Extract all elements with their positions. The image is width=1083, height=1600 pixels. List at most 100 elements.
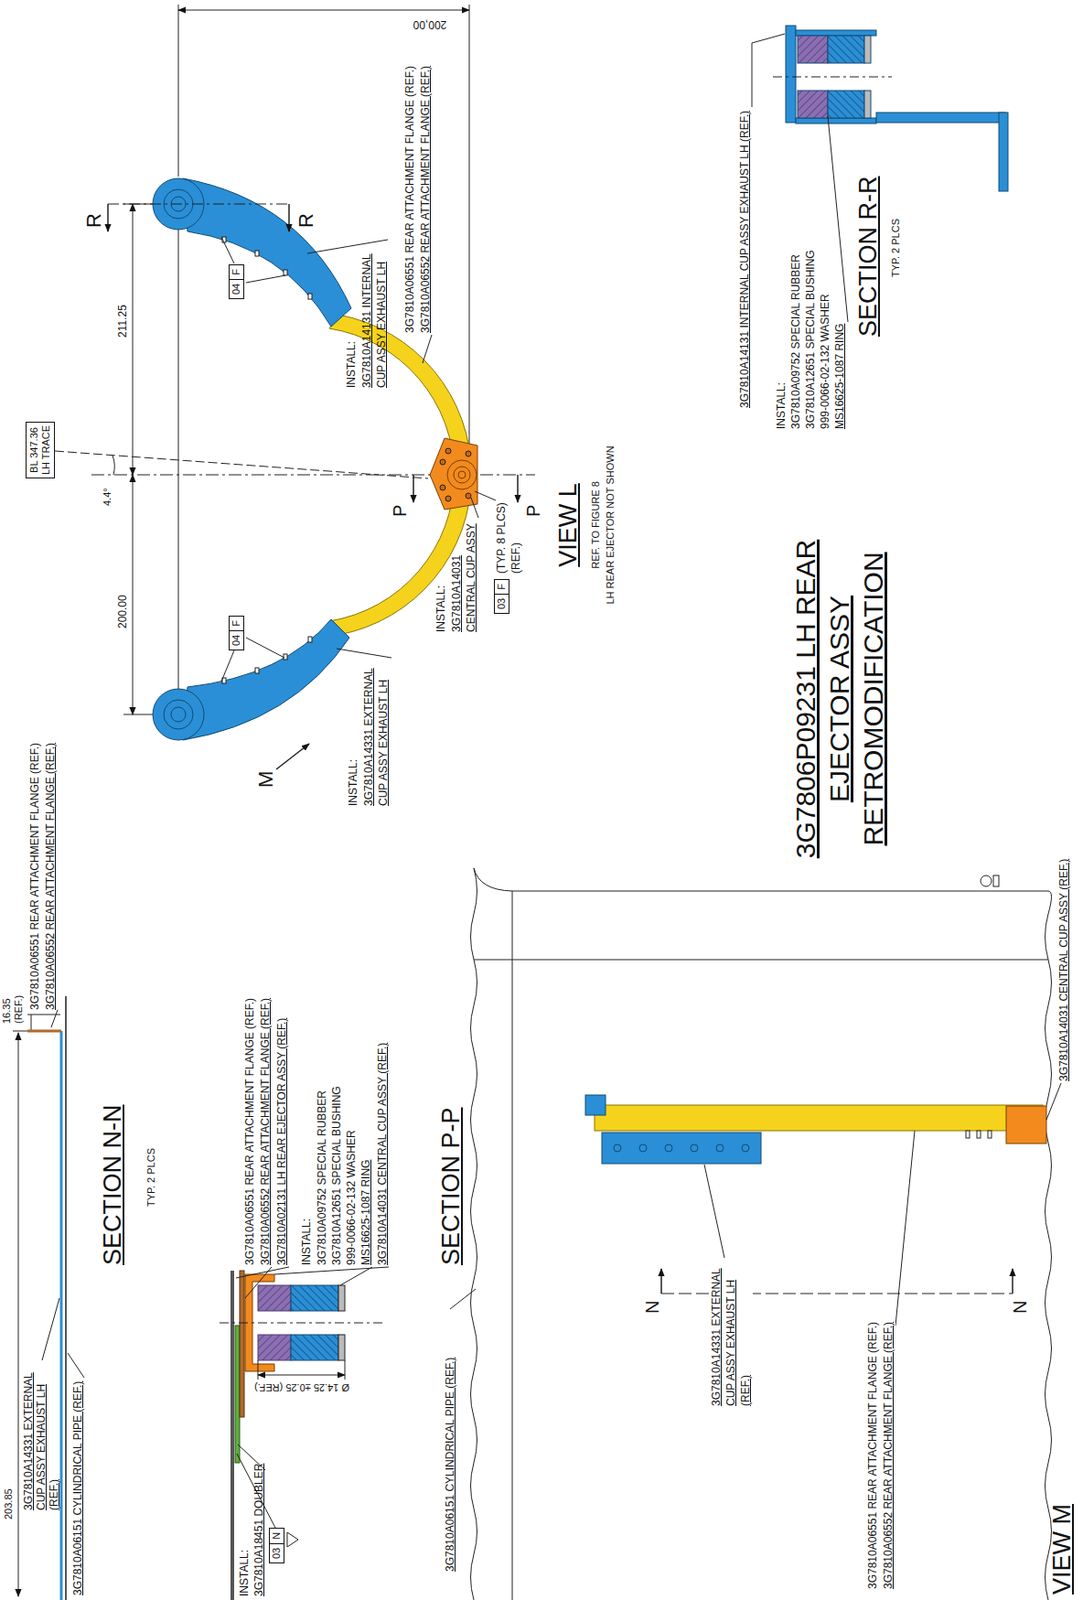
callout-box: 3G7810A14131 INTERNAL CUP ASSY EXHAUST L… bbox=[737, 110, 752, 408]
section-n-n-drawing-part bbox=[239, 1270, 245, 1417]
section-n-n-drawing-part bbox=[338, 1285, 345, 1311]
section-n-n-drawing-part bbox=[290, 1334, 339, 1361]
view-m-drawing-part bbox=[980, 875, 992, 887]
view-m-drawing-part bbox=[1006, 1105, 1047, 1144]
view-m-drawing-part bbox=[512, 890, 1049, 892]
callout-text: 999-0066-02-132 WASHER bbox=[344, 1129, 358, 1266]
view-m-drawing-part bbox=[987, 1130, 992, 1138]
section-n-n-drawing-part bbox=[257, 1334, 291, 1361]
callout-box: INSTALL: bbox=[299, 1218, 314, 1266]
flag-note-text: F bbox=[229, 265, 244, 280]
reference-text: BL 347.36 LH TRACE bbox=[26, 422, 54, 478]
view-heading: SECTION P-P bbox=[437, 1106, 465, 1266]
section-n-n-drawing-part bbox=[235, 1266, 290, 1278]
view-l-drawing-part bbox=[112, 455, 115, 475]
view-m-drawing-part bbox=[716, 1144, 724, 1152]
view-heading-box: SECTION P-P bbox=[435, 1106, 468, 1266]
callout-text: 3G7810A06551 REAR ATTACHMENT FLANGE (REF… bbox=[403, 65, 417, 333]
view-l-drawing-part bbox=[221, 650, 235, 682]
callout-box: INSTALL: bbox=[345, 759, 361, 806]
view-l-drawing-part bbox=[465, 450, 472, 457]
callout-box: 3G7810A14331 EXTERNAL CUP ASSY EXHAUST L… bbox=[708, 1259, 753, 1406]
callout-text: REF. TO FIGURE 8 bbox=[589, 481, 601, 569]
view-heading-box: VIEW M bbox=[1046, 1503, 1079, 1595]
view-heading: VIEW L bbox=[554, 482, 582, 568]
view-heading: SECTION N-N bbox=[98, 1104, 127, 1266]
callout-box: 4.4° bbox=[100, 487, 114, 506]
callout-box: 3G7810A06551 REAR ATTACHMENT FLANGE (REF… bbox=[242, 997, 258, 1266]
callout-box: 3G7810A06552 REAR ATTACHMENT FLANGE (REF… bbox=[880, 1321, 896, 1589]
callout-text: INSTALL: bbox=[434, 585, 448, 633]
flag-note-box: 03F bbox=[493, 579, 510, 614]
section-n-n-drawing-part bbox=[344, 1360, 346, 1380]
view-heading: R bbox=[294, 213, 318, 228]
section-n-n-drawing-part bbox=[235, 1325, 240, 1463]
view-l-drawing-part bbox=[246, 275, 286, 283]
section-r-r-drawing-part bbox=[827, 116, 848, 322]
callout-box: 3G7810A14031 CENTRAL CUP ASSY (REF.) bbox=[1056, 858, 1072, 1082]
callout-box: 3G7810A06551 REAR ATTACHMENT FLANGE (REF… bbox=[27, 742, 43, 1010]
section-r-r-drawing-part bbox=[864, 90, 871, 118]
view-heading-box: SECTION N-N bbox=[96, 1104, 129, 1266]
view-l-drawing-part bbox=[107, 203, 290, 205]
view-l-drawing-part bbox=[445, 495, 451, 502]
callout-text: 3G7810A14131 INTERNAL CUP ASSY EXHAUST L… bbox=[360, 253, 388, 388]
callout-text: (REF.) bbox=[509, 542, 523, 574]
view-heading: P bbox=[523, 504, 544, 517]
callout-text: INSTALL: bbox=[300, 1218, 313, 1266]
view-l-drawing-part bbox=[469, 4, 471, 466]
view-l-drawing-part bbox=[429, 438, 478, 510]
view-heading-box: VIEW L bbox=[552, 482, 585, 568]
view-l-drawing-part bbox=[178, 203, 180, 715]
view-m-drawing-part bbox=[993, 875, 999, 887]
callout-text: LH REAR EJECTOR NOT SHOWN bbox=[604, 445, 616, 604]
view-l-drawing-part bbox=[516, 474, 519, 503]
callout-box: 3G7810A14031 CENTRAL CUP ASSY (REF.) bbox=[375, 1042, 390, 1266]
view-l-drawing-part bbox=[221, 236, 235, 264]
callout-box: 3G7810A14131 INTERNAL CUP ASSY EXHAUST L… bbox=[359, 241, 389, 388]
callout-box: 16.35 bbox=[0, 997, 13, 1024]
section-n-n-drawing-part bbox=[18, 1032, 20, 1597]
callout-box: 3G7810A06551 REAR ATTACHMENT FLANGE (REF… bbox=[865, 1321, 880, 1589]
view-l-drawing-part bbox=[123, 714, 154, 716]
callout-text: 3G7810A14331 EXTERNAL CUP ASSY EXHAUST L… bbox=[709, 1267, 752, 1406]
section-r-r-drawing-part bbox=[795, 117, 877, 124]
callout-text: 3G7810A14131 INTERNAL CUP ASSY EXHAUST L… bbox=[738, 110, 751, 408]
callout-text: (TYP. 8 PLCS) bbox=[494, 502, 508, 574]
callout-box: 3G7810A14331 EXTERNAL CUP ASSY EXHAUST L… bbox=[21, 1363, 61, 1511]
callout-text: 3G7810A06551 REAR ATTACHMENT FLANGE (REF… bbox=[866, 1321, 880, 1589]
view-l-drawing-part bbox=[132, 474, 134, 715]
callout-box: (TYP. 8 PLCS) bbox=[493, 502, 509, 574]
callout-text: 3G7810A06151 CYLINDRICAL PIPE (REF.) bbox=[71, 1381, 85, 1596]
view-heading-box: R bbox=[80, 213, 108, 228]
callout-box: 999-0066-02-132 WASHER bbox=[343, 1129, 359, 1266]
view-heading: VIEW M bbox=[1048, 1503, 1076, 1595]
callout-box: TYP. 2 PLCS bbox=[144, 1147, 158, 1207]
view-l-drawing-part bbox=[182, 619, 350, 740]
view-m-drawing-part bbox=[512, 890, 514, 1600]
view-m-drawing-part bbox=[473, 868, 513, 891]
view-m-drawing-part bbox=[639, 1144, 647, 1152]
callout-box: TYP. 2 PLCS bbox=[889, 218, 902, 278]
view-m-drawing-part bbox=[660, 1268, 663, 1294]
callout-box: 200,00 bbox=[413, 17, 448, 33]
callout-box: 3G7810A18451 DOUBLER bbox=[251, 1463, 267, 1597]
flag-note-text: F bbox=[494, 579, 509, 595]
view-m-drawing-part bbox=[613, 1144, 622, 1152]
view-l-drawing-part bbox=[288, 203, 290, 232]
view-m-drawing-part bbox=[1045, 890, 1052, 1600]
view-m-drawing-part bbox=[976, 1130, 981, 1138]
view-l-drawing-part bbox=[255, 250, 259, 257]
view-l-drawing-part bbox=[152, 688, 204, 740]
section-n-n-drawing-part bbox=[27, 1029, 62, 1033]
view-l-drawing-part bbox=[336, 648, 392, 658]
view-l-drawing-part bbox=[445, 448, 451, 454]
section-n-n-drawing-part bbox=[60, 1030, 64, 1600]
callout-text: 3G7810A06551 REAR ATTACHMENT FLANGE (REF… bbox=[243, 997, 257, 1266]
section-n-n-drawing-part bbox=[338, 1334, 345, 1361]
view-l-drawing-part bbox=[308, 636, 312, 643]
view-l-drawing-part bbox=[255, 667, 259, 674]
section-n-n-drawing-part bbox=[257, 1374, 345, 1376]
